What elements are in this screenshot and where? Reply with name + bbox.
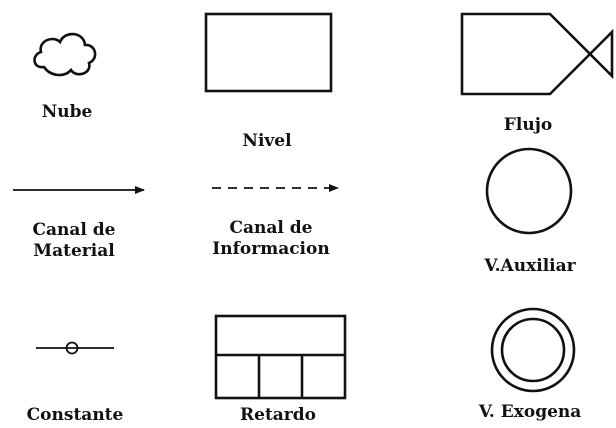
label-nube: Nube <box>42 102 93 123</box>
label-constante: Constante <box>27 405 124 426</box>
double-circle-inner <box>500 317 566 383</box>
rectangle-icon <box>204 12 333 93</box>
label-nivel-line-1: Nivel <box>242 131 292 151</box>
double-circle-icon <box>490 307 576 393</box>
flow-valve-triangle <box>588 28 614 80</box>
label-retardo: Retardo <box>240 405 316 426</box>
circle-icon <box>485 147 573 235</box>
label-v-exogena-line-1: V. Exogena <box>478 402 582 422</box>
label-v-auxiliar-line-1: V.Auxiliar <box>484 256 576 276</box>
cloud-icon <box>33 32 97 77</box>
label-canal-informacion: Canal de Informacion <box>212 218 329 260</box>
label-canal-informacion-line-1: Canal de <box>229 218 313 238</box>
label-canal-informacion-line-2: Informacion <box>212 239 330 259</box>
label-v-auxiliar: V.Auxiliar <box>484 256 575 277</box>
label-nivel: Nivel <box>242 131 291 152</box>
constant-icon <box>65 341 79 355</box>
label-canal-material-line-2: Material <box>33 241 115 261</box>
label-flujo: Flujo <box>504 115 552 136</box>
flow-valve-icon <box>460 12 592 96</box>
label-nube-line-1: Nube <box>41 102 93 122</box>
label-v-exogena: V. Exogena <box>479 402 582 423</box>
label-flujo-line-1: Flujo <box>503 115 553 135</box>
label-retardo-line-1: Retardo <box>240 405 316 425</box>
label-canal-material: Canal de Material <box>33 220 116 262</box>
label-constante-line-1: Constante <box>26 405 124 425</box>
delay-box-icon <box>214 314 347 400</box>
label-canal-material-line-1: Canal de <box>32 220 116 240</box>
